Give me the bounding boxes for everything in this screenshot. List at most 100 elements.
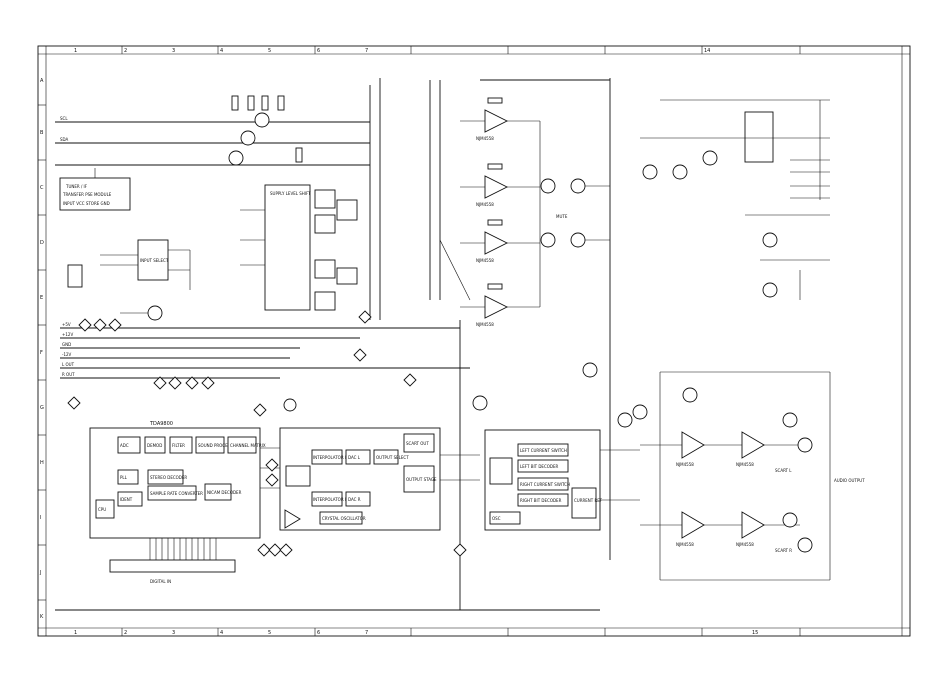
row-tick-label: G <box>40 405 44 411</box>
col-tick-label: 15 <box>752 630 758 636</box>
connector-diamond <box>453 543 467 557</box>
connector-diamond <box>108 318 122 332</box>
connector-label: DIGITAL IN <box>150 579 171 584</box>
col-tick-label: 2 <box>124 630 127 636</box>
net-label: R OUT <box>62 372 75 377</box>
block-label: INTERPOLATOR L <box>313 455 348 460</box>
connector-diamond <box>185 376 199 390</box>
block-label: NICAM DECODER <box>207 490 242 495</box>
net-label: SCL <box>60 116 68 121</box>
connector-diamond <box>93 318 107 332</box>
col-tick-label: 14 <box>704 48 710 54</box>
col-tick-label: 1 <box>74 630 77 636</box>
row-tick-label: I <box>40 515 41 521</box>
col-tick-label: 7 <box>365 48 368 54</box>
col-tick-label: 6 <box>317 48 320 54</box>
transistor-q1 <box>120 305 163 321</box>
block-label: CHANNEL MATRIX <box>230 443 266 448</box>
row-tick-label: D <box>40 240 44 246</box>
opamp-label: NJM4558 <box>476 202 494 207</box>
col-tick-label: 2 <box>124 48 127 54</box>
connector-diamond <box>353 348 367 362</box>
decoder-pin-header: DIGITAL IN <box>109 538 236 584</box>
current-dac-chip: OSC LEFT CURRENT SWITCH LEFT BIT DECODER… <box>484 429 640 531</box>
row-tick-label: H <box>40 460 44 466</box>
opamp-label: NJM4558 <box>476 322 494 327</box>
block-label: LEFT BIT DECODER <box>520 464 558 469</box>
opamp-label: NJM4558 <box>476 258 494 263</box>
net-label: SDA <box>60 137 69 142</box>
block-label: SOUND PROCESSOR <box>198 443 239 448</box>
col-tick-label: 3 <box>172 48 175 54</box>
connector-diamond <box>268 543 282 557</box>
connector-diamond <box>279 543 293 557</box>
connector-diamond <box>265 473 279 487</box>
connector-diamond <box>253 403 267 417</box>
transistor-row-top <box>228 95 303 166</box>
net-label: MUTE <box>556 214 568 219</box>
connector-diamond <box>153 376 167 390</box>
tuner-pins: INPUT VCC STORE GND <box>63 201 110 206</box>
input-select-ic: INPUT SELECT <box>67 239 191 290</box>
main-buses <box>55 78 611 611</box>
block-label: ADC <box>120 443 129 448</box>
net-label: GND <box>62 342 71 347</box>
block-label: DAC R <box>348 497 361 502</box>
ic-label: SUPPLY LEVEL SHIFT <box>270 191 311 196</box>
connector-diamond <box>78 318 92 332</box>
col-tick-label: 5 <box>268 630 271 636</box>
opamp-label: NJM4558 <box>736 542 754 547</box>
connector-diamond <box>403 373 417 387</box>
off-page-connectors <box>67 310 467 557</box>
connector-label: AUDIO OUTPUT <box>834 478 865 483</box>
row-tick-label: B <box>40 130 44 136</box>
row-tick-label: K <box>40 614 44 620</box>
block-label: CPU <box>98 507 106 512</box>
block-label: LEFT CURRENT SWITCH <box>520 448 567 453</box>
decoder-chip: TDA9800 ADC DEMOD FILTER SOUND PROCESSOR… <box>89 421 266 539</box>
tuner-module: TUNER / IF TRANSFER PSE MODULE INPUT VCC… <box>59 168 131 211</box>
row-tick-label: F <box>40 350 43 356</box>
net-label: -12V <box>62 352 72 357</box>
block-label: OSC <box>492 516 501 521</box>
dac-processor-chip: INTERPOLATOR L DAC L OUTPUT SELECT SCART… <box>260 427 480 531</box>
block-label: INTERPOLATOR R <box>313 497 348 502</box>
block-label: PLL <box>120 475 128 480</box>
block-label: IDENT <box>120 497 133 502</box>
net-label: +12V <box>62 332 73 337</box>
block-label: OUTPUT STAGE <box>406 477 437 482</box>
row-tick-label: E <box>40 295 43 301</box>
block-label: DAC L <box>348 455 361 460</box>
col-tick-label: 7 <box>365 630 368 636</box>
supply-level-shift-ic: SUPPLY LEVEL SHIFT <box>240 184 358 311</box>
row-tick-label: C <box>40 185 44 191</box>
row-tick-label: A <box>40 78 44 84</box>
net-label: SCART R <box>775 548 792 553</box>
connector-diamond <box>67 396 81 410</box>
block-label: CRYSTAL OSCILLATOR <box>322 516 366 521</box>
opamp-column <box>439 97 540 319</box>
connector-diamond <box>265 458 279 472</box>
output-transistors-top <box>539 121 610 307</box>
block-label: CURRENT REF <box>574 498 603 503</box>
opamp-label: NJM4558 <box>676 462 694 467</box>
mid-transistors <box>283 362 633 428</box>
row-tick-label: J <box>39 570 41 576</box>
block-label: SCART OUT <box>406 441 429 446</box>
col-tick-label: 4 <box>220 48 223 54</box>
col-tick-label: 6 <box>317 630 320 636</box>
connector-diamond <box>257 543 271 557</box>
block-label: FILTER <box>172 443 185 448</box>
drawing-frame <box>37 45 911 637</box>
block-label: SAMPLE RATE CONVERTER <box>150 491 203 496</box>
ic-label: INPUT SELECT <box>140 258 169 263</box>
net-label: +5V <box>62 322 71 327</box>
opamp-label: NJM4558 <box>736 462 754 467</box>
col-tick-label: 3 <box>172 630 175 636</box>
opamp-label: NJM4558 <box>676 542 694 547</box>
block-label: RIGHT CURRENT SWITCH <box>520 482 570 487</box>
col-tick-label: 5 <box>268 48 271 54</box>
frame-ticks <box>38 46 801 636</box>
